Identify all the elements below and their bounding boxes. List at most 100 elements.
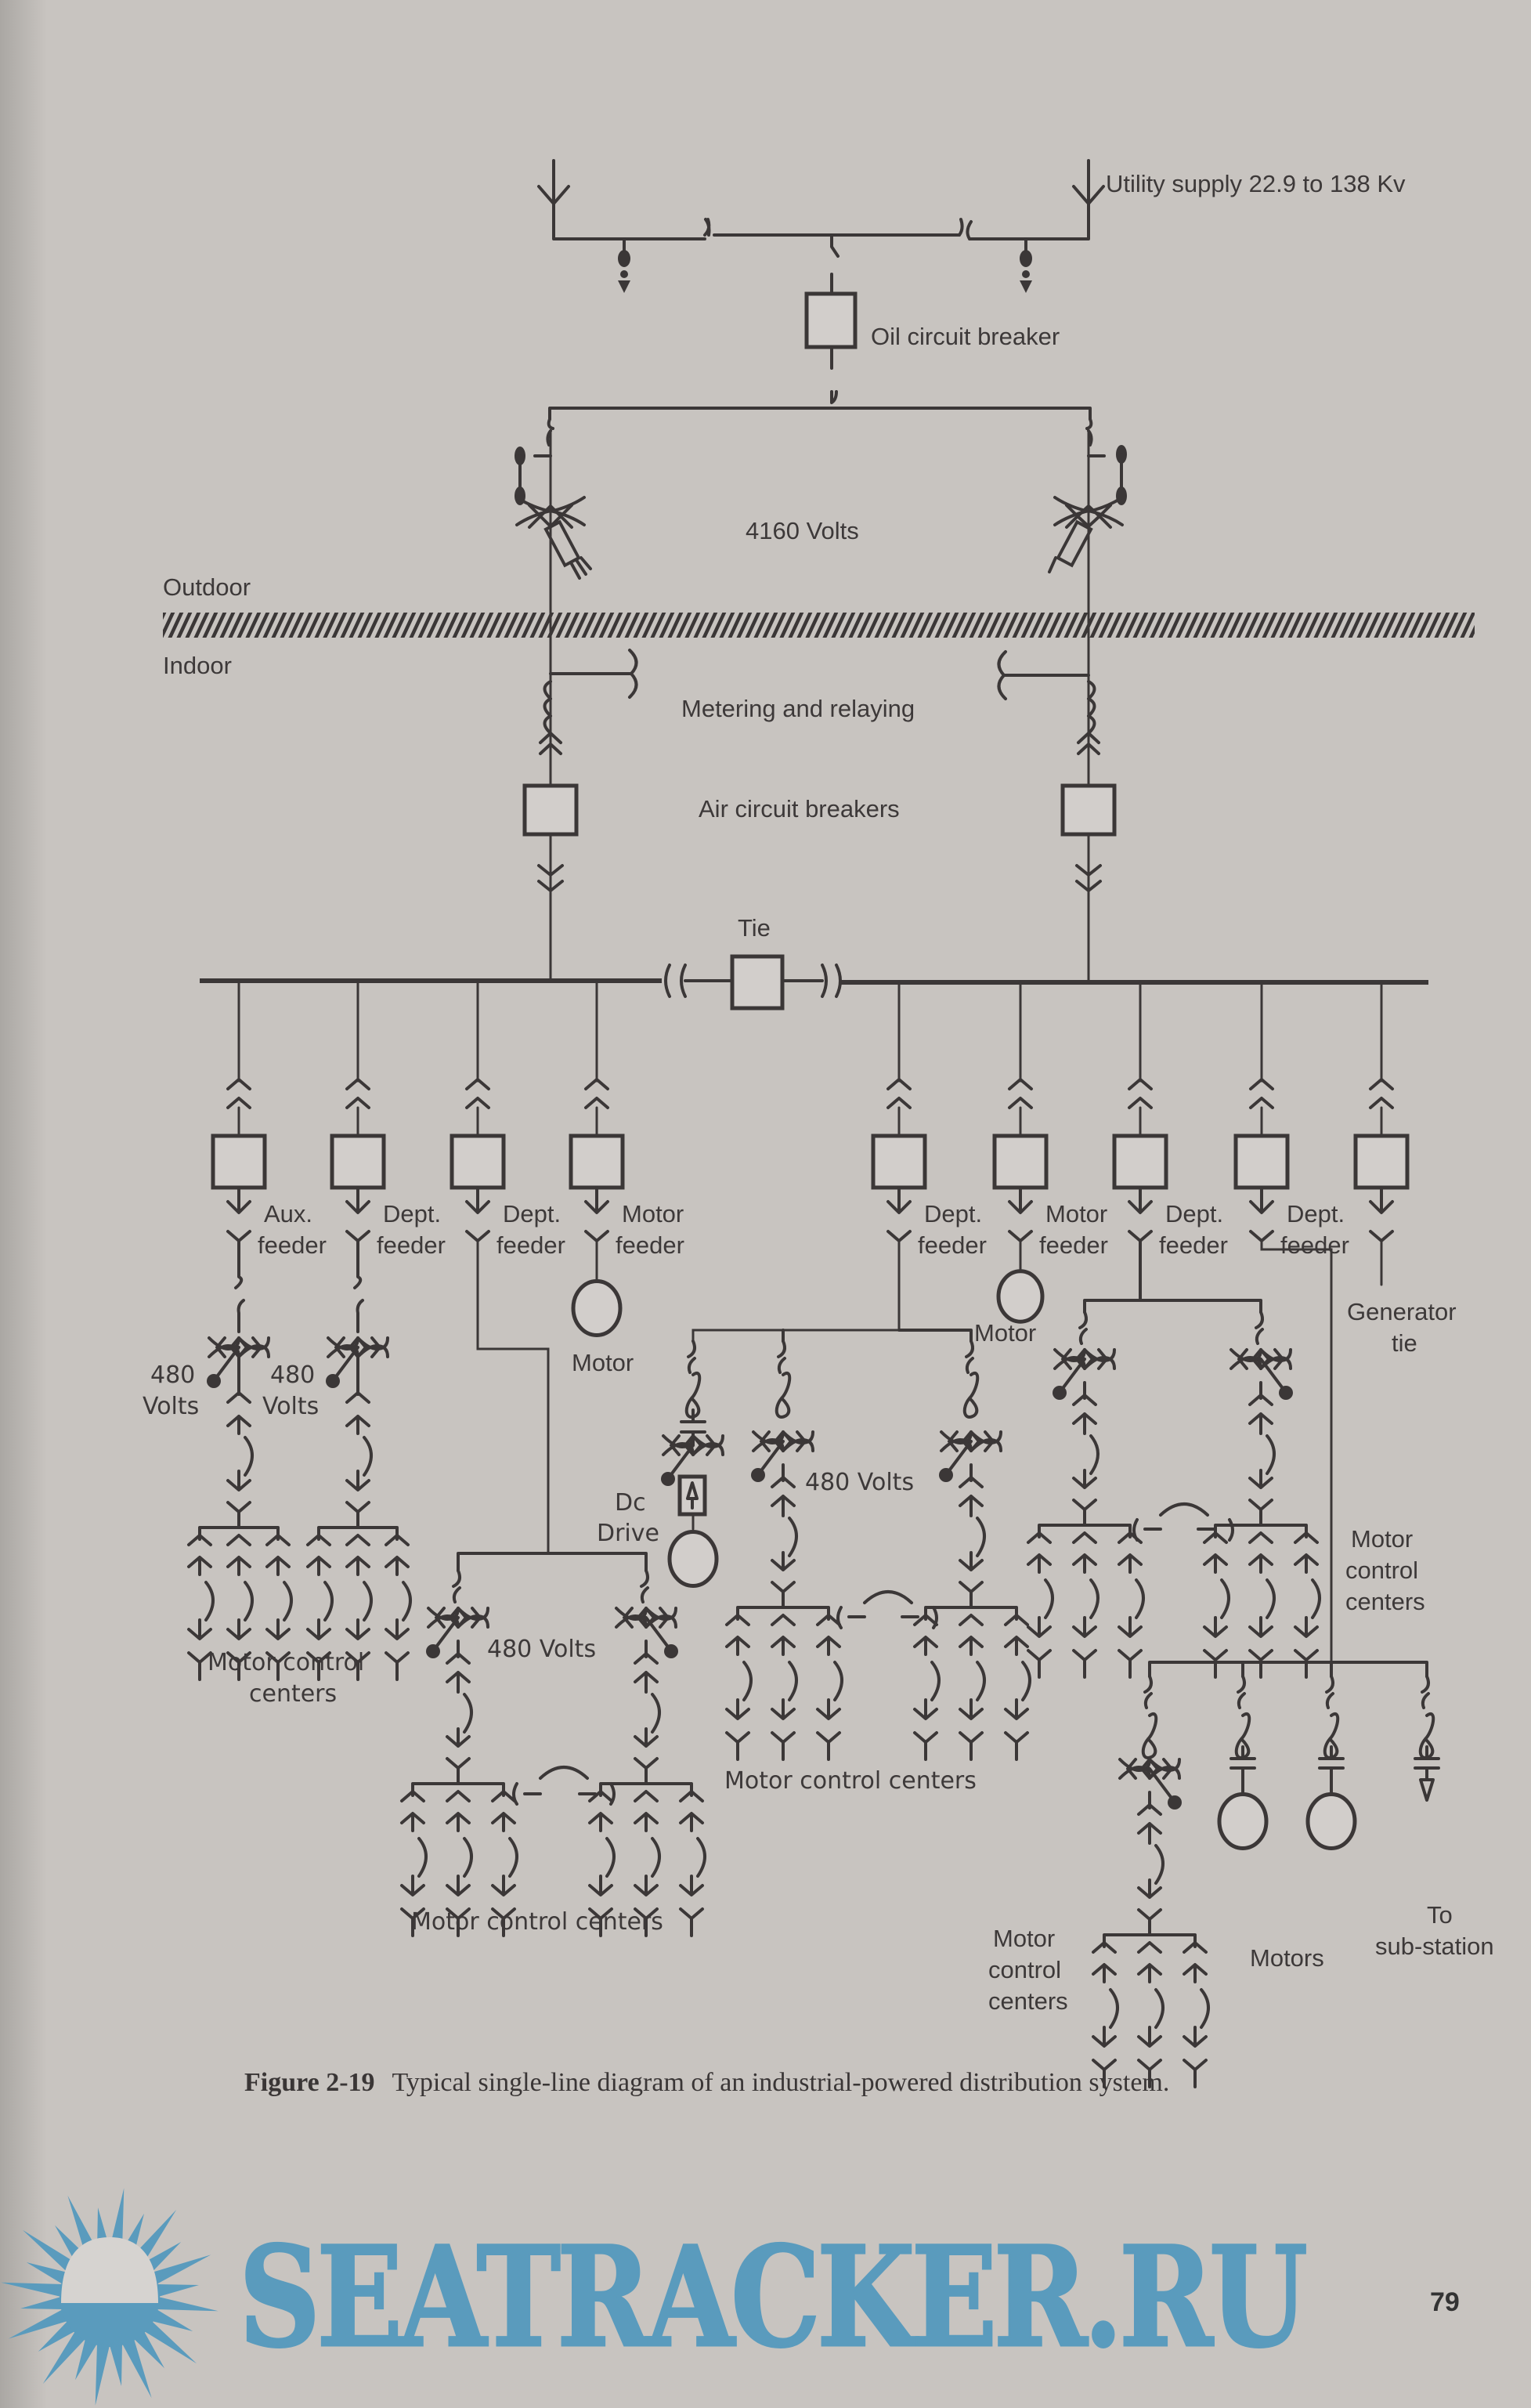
- utility-supply-label: Utility supply 22.9 to 138 Kv: [1106, 170, 1406, 197]
- outdoor-label: Outdoor: [163, 573, 251, 601]
- feeder-7: [1112, 981, 1168, 1242]
- drawout-contact-icon: [634, 1727, 659, 1748]
- mcc-bus: [924, 1606, 1018, 1621]
- drawout-contact-icon: [1248, 1553, 1273, 1574]
- drawout-link: [1154, 1844, 1164, 1885]
- drawout-link: [244, 1436, 254, 1477]
- drawout-contact-icon: [265, 1556, 291, 1576]
- mcc-bus: [198, 1526, 280, 1541]
- mcc-label: Motor control centers: [724, 1767, 977, 1795]
- drawout-link: [1089, 1434, 1100, 1475]
- unit-substation: [588, 1607, 706, 1937]
- drawout-link: [1220, 1578, 1230, 1619]
- drawout-contact-icon: [959, 1636, 984, 1656]
- mcc-label: centers: [249, 1680, 337, 1708]
- mcc-unit: [1072, 1531, 1100, 1679]
- drawout-contact-icon: [345, 1078, 370, 1109]
- drawout-contact-icon: [959, 1731, 984, 1761]
- mcc-label: Motor control centers: [411, 1908, 663, 1936]
- drawout-contact-icon: [1369, 1078, 1394, 1109]
- transformer-core: [623, 1607, 670, 1629]
- disconnect-switch-icon: [1421, 1675, 1430, 1709]
- circuit-breaker-icon: [1112, 1133, 1168, 1190]
- drawout-contact-icon: [446, 1757, 471, 1785]
- drawout-link: [402, 1581, 412, 1622]
- secondary-labels: Motor Motor Generator tie 480 Volts 480 …: [143, 1298, 1494, 2015]
- drawout-contact-icon: [1072, 1499, 1097, 1527]
- drawout-contact-icon: [1072, 1531, 1097, 1544]
- page-number: 79: [1430, 2287, 1460, 2317]
- transformer-tap-dot: [664, 1644, 678, 1658]
- 480-volts-label: 480 Volts: [487, 1636, 596, 1663]
- drawout-contact-icon: [345, 1470, 370, 1491]
- mcc-label: control: [988, 1956, 1061, 1983]
- transformer-icon: [1118, 1758, 1182, 1810]
- drawout-contact-icon: [306, 1556, 331, 1576]
- mcc-unit: [226, 1534, 254, 1681]
- drawout-link: [323, 1581, 334, 1622]
- feeder-label: Motor: [622, 1200, 684, 1228]
- unit-substation: [913, 1430, 1031, 1761]
- drawout-contact-icon: [306, 1618, 331, 1640]
- mcc-unit: [1294, 1531, 1321, 1679]
- disconnect-switch-icon: [1143, 1675, 1153, 1709]
- transformer-winding: [1118, 1758, 1151, 1780]
- 480-volts-label: 480: [270, 1361, 315, 1389]
- drawout-contact-icon: [265, 1651, 291, 1681]
- drawout-contact-icon: [226, 1556, 251, 1576]
- feeder-label: feeder: [496, 1231, 565, 1259]
- drawout-contact-icon: [1248, 1469, 1273, 1489]
- drawout-contact-icon: [446, 1907, 471, 1937]
- generator-tie-label-2: tie: [1392, 1329, 1417, 1357]
- drawout-contact-icon: [1027, 1531, 1052, 1544]
- mcc-unit: [1137, 1941, 1164, 2088]
- transformer-tap: [1060, 1358, 1086, 1392]
- drawout-contact-icon: [345, 1534, 370, 1546]
- disconnect-switch-icon: [1237, 1675, 1246, 1709]
- drawout-contact-icon: [588, 1812, 613, 1832]
- drawout-contact-icon: [187, 1618, 212, 1640]
- transformer-icon: [751, 1430, 814, 1482]
- feeder-6: [992, 981, 1049, 1242]
- fuse-icon: [684, 1372, 702, 1419]
- drawout-contact-icon: [1118, 1553, 1143, 1574]
- feeder-label: feeder: [616, 1231, 684, 1259]
- transformer-tap-dot: [1168, 1795, 1182, 1810]
- transformer-winding: [615, 1607, 648, 1629]
- drawout-contact-icon: [1369, 1230, 1394, 1242]
- drawout-contact-icon: [1128, 1078, 1153, 1109]
- mcc-unit: [345, 1534, 373, 1681]
- transformer-icon: [939, 1430, 1002, 1482]
- secondary-bus: [897, 1329, 973, 1343]
- drawout-contact-icon: [226, 1501, 251, 1529]
- drawout-contact-icon: [446, 1727, 471, 1748]
- drawout-contact-icon: [1137, 1822, 1162, 1845]
- rectifier-icon: [686, 1481, 699, 1510]
- drawout-contact-icon: [913, 1636, 938, 1656]
- mcc-bus: [599, 1782, 693, 1797]
- circuit-breaker-icon: [1353, 1133, 1410, 1190]
- drawout-contact-icon: [679, 1790, 704, 1802]
- dc-drive-label-2: Drive: [597, 1520, 659, 1547]
- drawout-contact-icon: [400, 1790, 425, 1802]
- drawout-contact-icon: [465, 1230, 490, 1242]
- drawout-contact-icon: [1248, 1616, 1273, 1638]
- drawout-contact-icon: [634, 1875, 659, 1896]
- drawout-contact-icon: [1248, 1412, 1273, 1435]
- surge-arrester-icon: [1020, 237, 1032, 293]
- drawout-contact-icon: [226, 1186, 251, 1214]
- drawout-contact-icon: [725, 1698, 750, 1720]
- tie-drawout-icon: [836, 1590, 938, 1629]
- drawout-contact-icon: [465, 1078, 490, 1109]
- mcc-bus: [411, 1782, 505, 1797]
- feeder-label: Dept.: [383, 1200, 441, 1228]
- drawout-contact-icon: [913, 1614, 938, 1626]
- drawout-contact-icon: [771, 1731, 796, 1761]
- circuit-breaker-icon: [871, 1133, 927, 1190]
- drawout-contact-icon: [634, 1812, 659, 1832]
- 4160v-outdoor-section: 4160 Volts: [515, 390, 1127, 982]
- transformer-icon: [1053, 1348, 1116, 1400]
- drawout-contact-icon: [959, 1698, 984, 1720]
- indoor-label: Indoor: [163, 652, 232, 679]
- transformer-tap: [946, 1440, 973, 1474]
